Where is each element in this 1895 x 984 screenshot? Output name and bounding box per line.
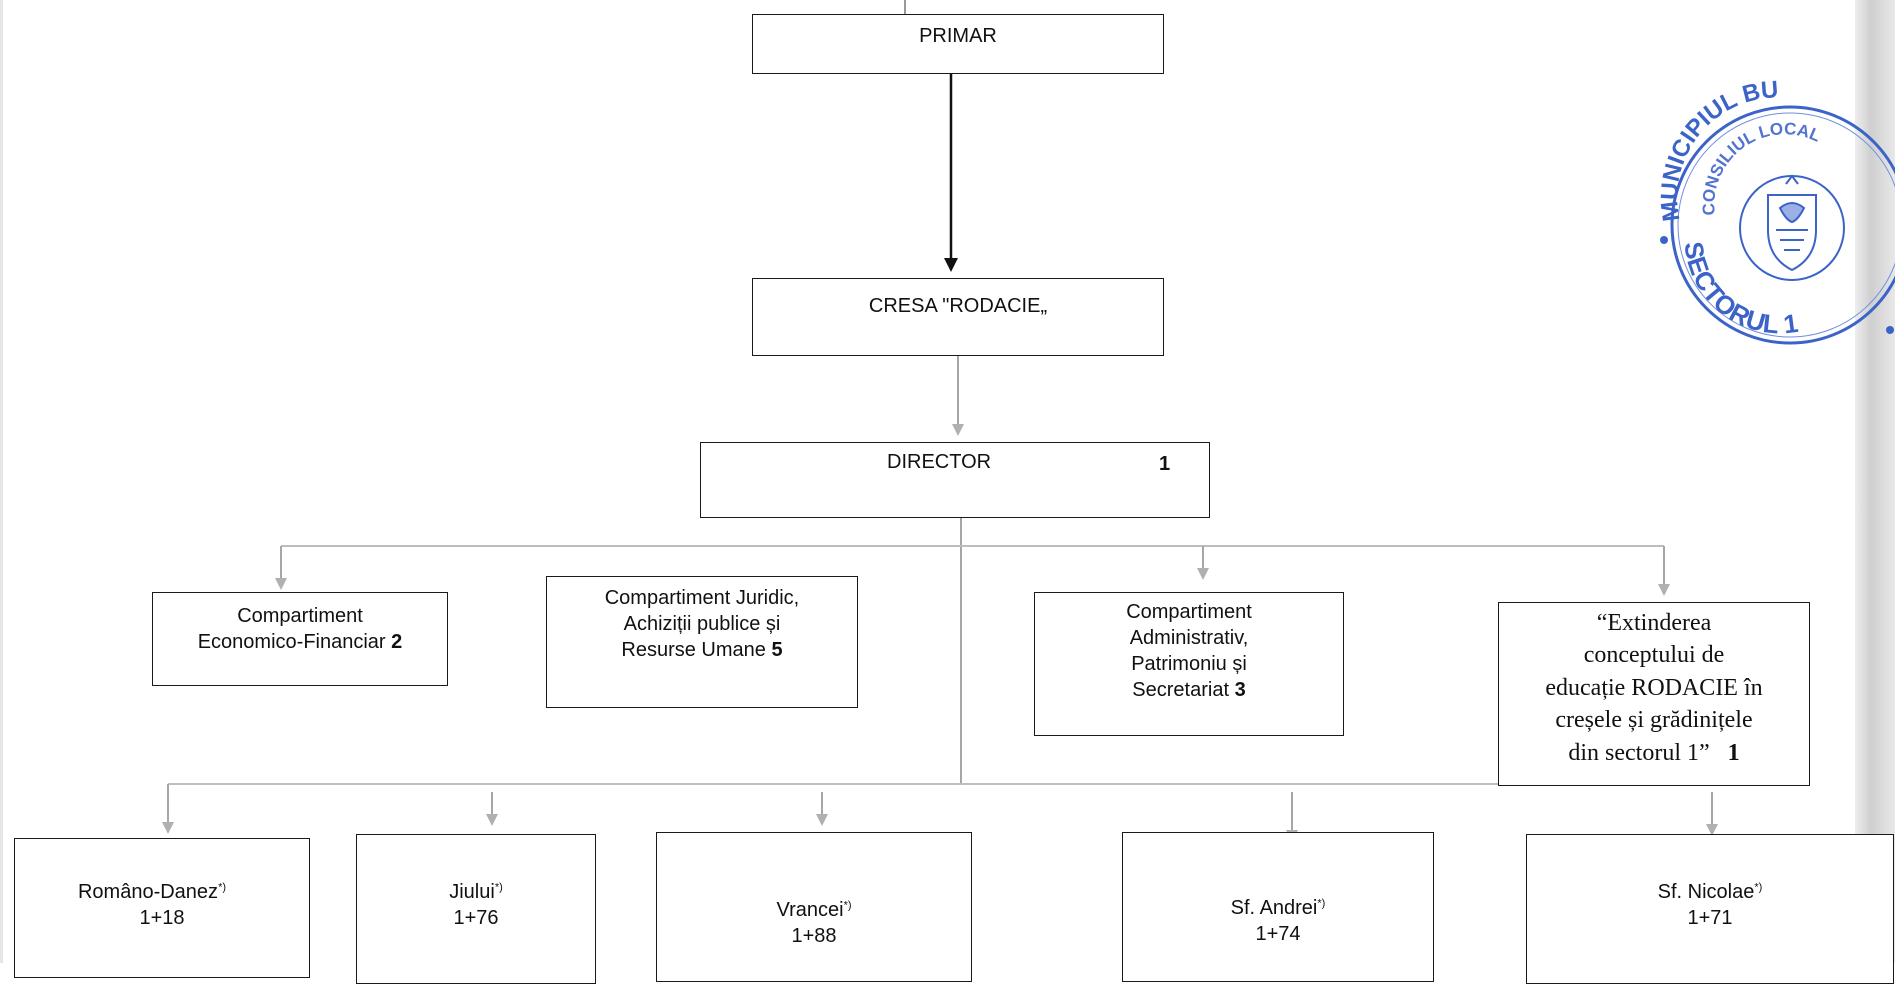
department-project-line5: din sectorul 1” (1568, 739, 1710, 766)
branch-jiului-name: Jiului (449, 881, 495, 903)
department-economic: Compartiment Economico-Financiar 2 (152, 592, 448, 686)
branch-vrancei-value: 1+88 (791, 925, 837, 947)
seal-dot-right (1886, 326, 1894, 334)
department-project-line3: educație RODACIE în (1545, 674, 1763, 701)
branch-sf-andrei-name: Sf. Andrei (1230, 897, 1318, 919)
seal-outer-ring (1670, 105, 1895, 345)
branch-sf-andrei: Sf. Andrei*) 1+74 (1122, 832, 1434, 982)
branch-vrancei-name: Vrancei (776, 899, 844, 921)
branch-sf-nicolae-value: 1+71 (1687, 907, 1733, 929)
primar-label: PRIMAR (919, 25, 997, 47)
director-label: DIRECTOR (887, 451, 992, 473)
department-juridic-line3: Resurse Umane (621, 639, 766, 661)
branch-romano-danez-name: Româno-Danez (77, 881, 219, 903)
arrow-primar-cresa (944, 258, 958, 272)
department-juridic-line1: Compartiment Juridic, (604, 587, 800, 609)
department-administrativ-line4: Secretariat (1132, 679, 1230, 701)
branch-vrancei: Vrancei*) 1+88 (656, 832, 972, 982)
branch-jiului: Jiului*) 1+76 (356, 834, 596, 984)
primar-box: PRIMAR (752, 14, 1164, 74)
department-project-line1: “Extinderea (1596, 610, 1712, 636)
official-seal-stamp: MUNICIPIUL BU CONSILIUL LOCAL SECTORUL 1 (1656, 80, 1895, 345)
arrow-cresa-director (952, 424, 964, 436)
department-juridic: Compartiment Juridic, Achiziții publice … (546, 576, 858, 708)
department-administrativ: Compartiment Administrativ, Patrimoniu ș… (1034, 592, 1344, 736)
connector-lines (162, 0, 1718, 842)
seal-inner-ring (1739, 175, 1845, 281)
branch-sf-nicolae: Sf. Nicolae*) 1+71 (1526, 834, 1894, 984)
cresa-box: CRESA "RODACIE„ (752, 278, 1164, 356)
svg-text:SECTORUL 1: SECTORUL 1 (1678, 240, 1799, 340)
department-project-line4: creșele și grădinițele (1555, 707, 1753, 734)
department-administrativ-line1: Compartiment (1126, 601, 1252, 623)
branch-romano-danez-value: 1+18 (139, 907, 185, 929)
branch-sf-andrei-value: 1+74 (1255, 923, 1301, 945)
seal-dot-left (1660, 236, 1668, 244)
department-administrativ-line3: Patrimoniu și (1131, 653, 1247, 675)
department-economic-count: 2 (391, 631, 403, 653)
cresa-label: CRESA "RODACIE„ (868, 295, 1048, 317)
department-economic-line1: Compartiment (237, 605, 363, 627)
department-project-count: 1 (1727, 739, 1740, 766)
department-administrativ-count: 3 (1234, 679, 1246, 701)
branch-sf-nicolae-mark: *) (1754, 881, 1763, 894)
page-edge-shadow-left (0, 0, 3, 963)
branch-jiului-mark: *) (494, 881, 503, 894)
branch-sf-andrei-mark: *) (1317, 897, 1326, 910)
department-juridic-count: 5 (771, 639, 783, 661)
branch-sf-nicolae-name: Sf. Nicolae (1657, 881, 1755, 903)
department-administrativ-line2: Administrativ, (1129, 627, 1249, 649)
department-project-line2: conceptului de (1583, 642, 1725, 669)
director-box: DIRECTOR 1 (700, 442, 1210, 518)
director-count: 1 (1159, 453, 1171, 475)
branch-romano-danez-mark: *) (218, 881, 227, 894)
seal-text-bottom: SECTORUL 1 (1678, 240, 1799, 340)
branch-vrancei-mark: *) (843, 899, 852, 912)
department-juridic-line2: Achiziții publice și (623, 613, 781, 635)
coat-of-arms-icon (1767, 174, 1817, 272)
branch-jiului-value: 1+76 (453, 907, 499, 929)
department-economic-line2: Economico-Financiar (197, 631, 386, 653)
department-project: “Extinderea conceptului de educație RODA… (1498, 602, 1810, 786)
branch-romano-danez: Româno-Danez*) 1+18 (14, 838, 310, 978)
